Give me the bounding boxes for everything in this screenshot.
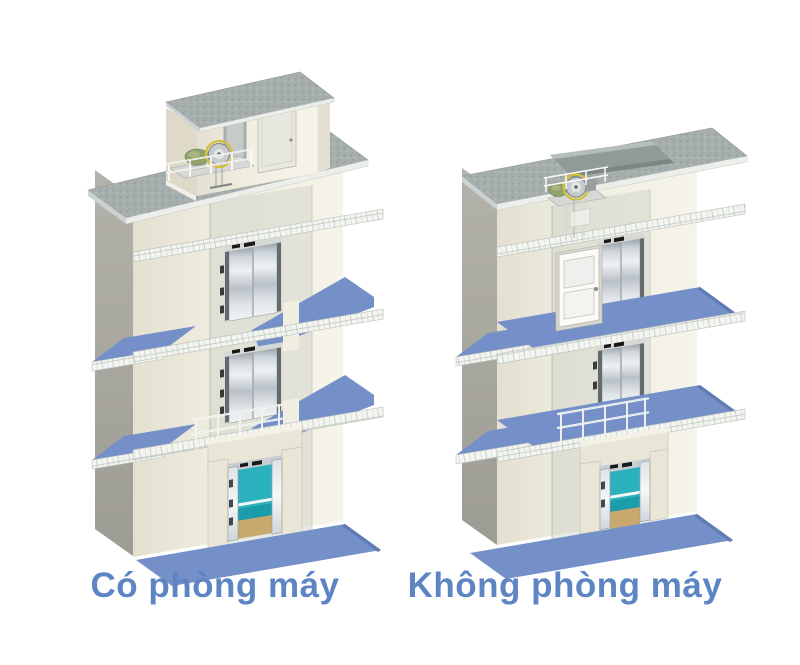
door-indicator bbox=[604, 238, 611, 244]
call-button bbox=[220, 406, 224, 415]
cab-floor-tan bbox=[610, 507, 640, 529]
right-car-top-railing bbox=[556, 397, 650, 443]
call-button bbox=[229, 517, 233, 526]
left-ground-slab bbox=[136, 524, 381, 586]
cab-open-door-right bbox=[271, 458, 283, 535]
door-indicator bbox=[244, 241, 255, 248]
call-button bbox=[601, 499, 605, 508]
call-button bbox=[220, 265, 224, 274]
machine-room-railing bbox=[165, 148, 255, 181]
caption-machine-room-less: Không phòng máy bbox=[408, 566, 723, 605]
left-elevator-door-floor2 bbox=[220, 342, 282, 424]
left-ceiling-slab-edge bbox=[132, 208, 384, 263]
cab-open-door-right bbox=[639, 460, 651, 523]
building-machine-room-less bbox=[455, 127, 748, 579]
left-car-top-railing bbox=[191, 403, 284, 449]
door-indicator bbox=[614, 236, 624, 243]
cab-handrail bbox=[238, 497, 272, 507]
call-button bbox=[593, 361, 597, 370]
right-ceiling-slab-edge bbox=[496, 203, 746, 258]
cab-open-door-left bbox=[599, 467, 611, 531]
call-button bbox=[601, 481, 605, 490]
call-button bbox=[220, 305, 224, 314]
left-ground-slab-edge bbox=[342, 524, 381, 552]
right-ground-slab bbox=[470, 514, 733, 579]
call-button bbox=[229, 499, 233, 508]
door-indicator bbox=[232, 348, 240, 354]
door-indicator bbox=[622, 461, 632, 468]
building-with-machine-room bbox=[87, 71, 384, 586]
door-window-panel bbox=[563, 255, 595, 289]
door-indicator bbox=[614, 341, 624, 348]
door-knob bbox=[289, 138, 293, 142]
guide-rails bbox=[564, 199, 591, 240]
door-indicator bbox=[604, 343, 611, 349]
machine-room-side-wall bbox=[318, 99, 330, 173]
caption-with-machine-room: Có phòng máy bbox=[90, 566, 339, 605]
cab-interior-teal-lower bbox=[610, 496, 640, 512]
call-button bbox=[229, 479, 233, 488]
call-button bbox=[220, 287, 224, 296]
left-entrance-portal bbox=[207, 424, 303, 550]
right-elevator-door-floor3 bbox=[593, 233, 645, 313]
door-indicator bbox=[244, 346, 255, 353]
machine-room-roof bbox=[165, 71, 335, 133]
roof-recess bbox=[550, 141, 674, 177]
door-indicator bbox=[232, 243, 240, 249]
machine-room bbox=[165, 71, 335, 201]
cab-handrail bbox=[610, 490, 640, 499]
cab-interior-teal-lower bbox=[238, 503, 272, 521]
gearless-machine bbox=[543, 166, 609, 240]
machine-room-floor-edge bbox=[166, 180, 196, 201]
door-indicator bbox=[610, 464, 618, 469]
door-indicator bbox=[252, 460, 262, 466]
call-button bbox=[220, 369, 224, 378]
cab-floor-tan bbox=[238, 515, 272, 539]
left-elevator-door-floor3 bbox=[220, 237, 282, 322]
door-handle bbox=[594, 287, 598, 291]
right-open-elevator-cab bbox=[599, 458, 651, 531]
call-button bbox=[593, 381, 597, 390]
door-lower-panel bbox=[563, 287, 595, 320]
right-ground-slab-edge bbox=[694, 514, 733, 542]
right-elevator-door-floor2 bbox=[593, 338, 645, 408]
right-floor3-slab bbox=[496, 287, 746, 365]
rail-bracket bbox=[569, 208, 591, 228]
call-button bbox=[220, 389, 224, 398]
left-open-elevator-cab bbox=[227, 455, 283, 542]
left-floor2-slab bbox=[132, 277, 384, 363]
white-access-door bbox=[555, 244, 603, 332]
door-indicator bbox=[240, 462, 248, 468]
